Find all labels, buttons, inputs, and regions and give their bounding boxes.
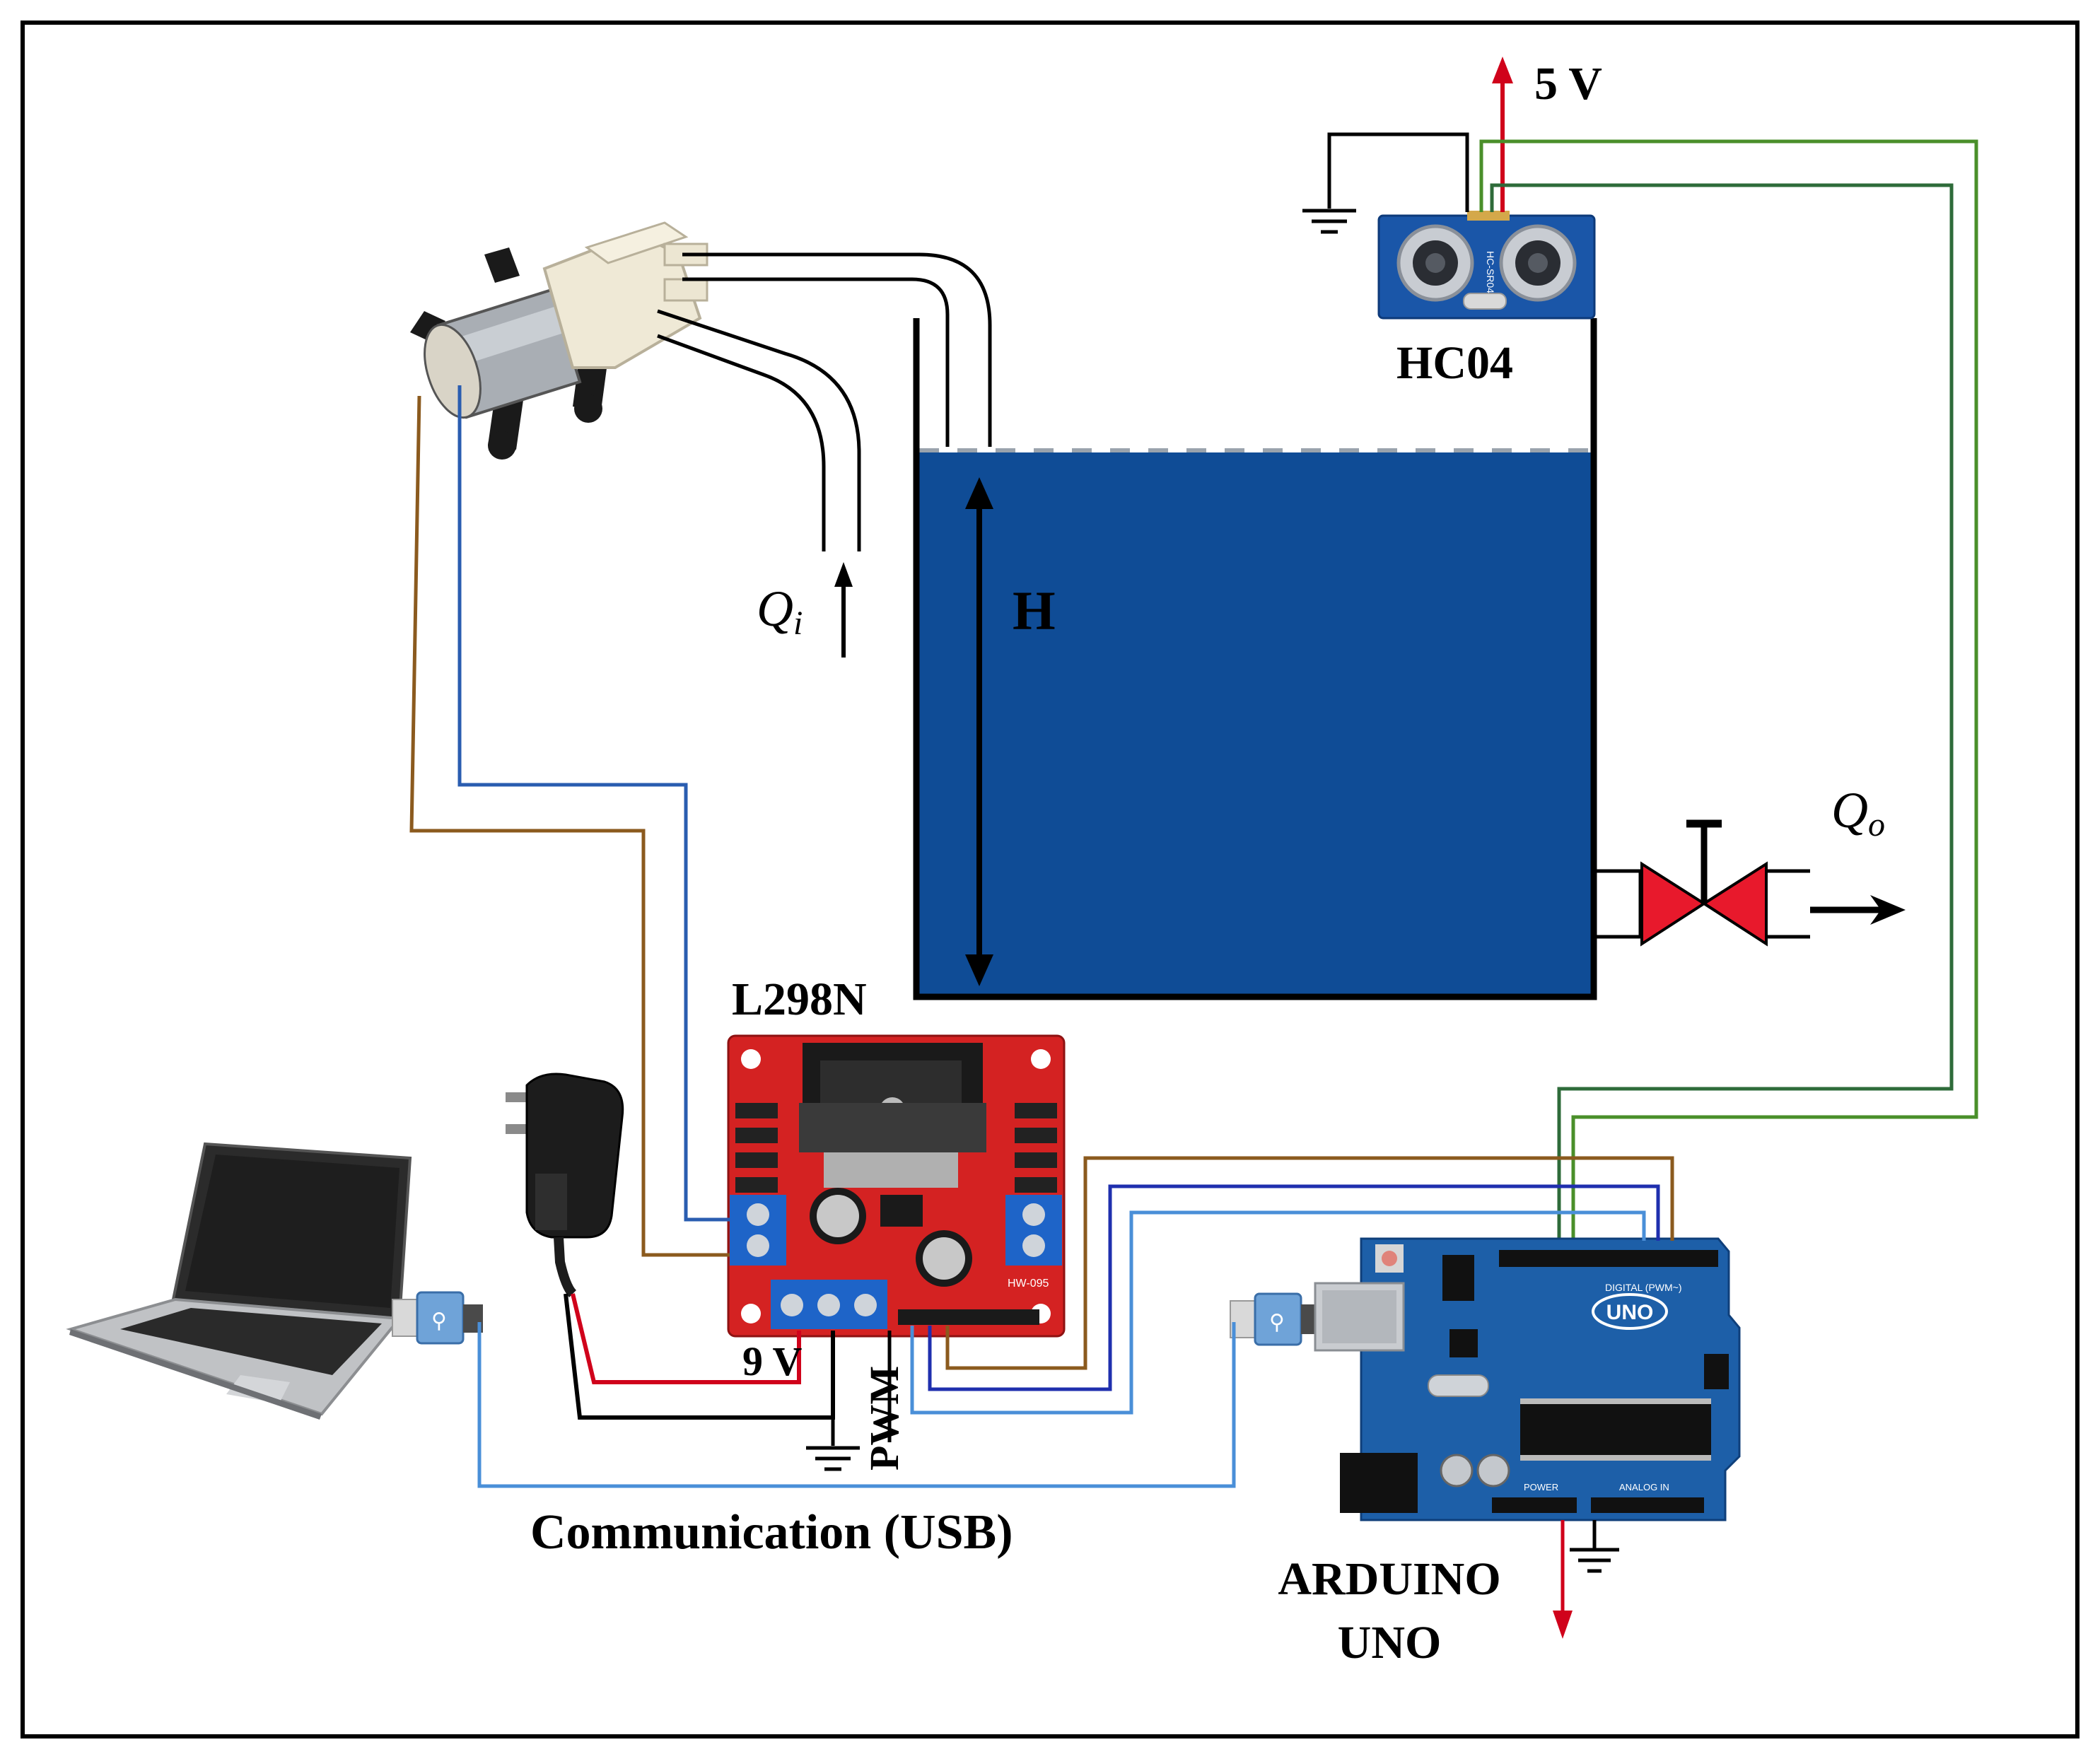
driver-ground [806, 1418, 860, 1471]
arduino-label-line2: UNO [1338, 1617, 1442, 1669]
pump [410, 221, 708, 460]
sensor-model: HC-SR04 [1485, 251, 1496, 293]
tank-water [919, 452, 1591, 997]
height-label: H [1013, 580, 1056, 641]
five-volt-arrow [1492, 57, 1513, 212]
arduino-usb-plug: ⚲ [1230, 1292, 1322, 1346]
laptop [66, 1142, 412, 1420]
arduino-label-line1: ARDUINO [1278, 1553, 1500, 1605]
driver-label: L298N [732, 974, 867, 1025]
laptop-usb-plug: ⚲ [392, 1291, 483, 1345]
tank [913, 318, 1597, 1000]
height-arrow [965, 477, 993, 986]
valve [1640, 819, 1768, 947]
usb-icon: ⚲ [431, 1309, 447, 1333]
communication-label: Communication (USB) [530, 1505, 1013, 1560]
five-volt-label: 5 V [1534, 58, 1602, 110]
nine-volt-wire-black [564, 1293, 835, 1420]
outflow-label: Qo [1831, 782, 1885, 843]
pump-hoses [657, 252, 992, 551]
pwm-label: PWM [861, 1366, 907, 1471]
driver-model-text: HW-095 [1008, 1278, 1049, 1290]
sensor-signal-wires [1479, 139, 1978, 1241]
arduino-vin-arrow [1553, 1520, 1573, 1639]
power-adapter [506, 1073, 624, 1297]
ultrasonic-sensor: HC-SR04 [1377, 211, 1596, 320]
pump-wire-blue [457, 385, 730, 1222]
control-wire-blue-light [910, 1210, 1646, 1415]
tank-walls [913, 318, 1597, 1000]
nine-volt-label: 9 V [742, 1338, 802, 1384]
arduino-power-text: POWER [1524, 1482, 1558, 1492]
inflow-arrow [834, 562, 853, 658]
inflow-label: Qi [757, 580, 803, 642]
outer-frame [21, 21, 2079, 1738]
usb-communication-wire [477, 1322, 1236, 1488]
sensor-label: HC04 [1396, 337, 1513, 389]
nine-volt-wire-red [571, 1293, 801, 1384]
usb-icon-2: ⚲ [1269, 1310, 1285, 1335]
arduino-ground [1570, 1520, 1619, 1573]
motor-driver-board: HW-095 [727, 1034, 1066, 1338]
arduino-board: UNO DIGITAL (PWM~) ANALOG IN POWER [1314, 1237, 1741, 1521]
outflow-arrow [1810, 895, 1906, 925]
arduino-digital-text: DIGITAL (PWM~) [1605, 1282, 1682, 1293]
sensor-ground [1302, 132, 1469, 234]
arduino-analog-text: ANALOG IN [1619, 1482, 1669, 1492]
pump-wire-brown [409, 395, 730, 1257]
arduino-logo-text: UNO [1606, 1301, 1654, 1324]
control-wire-blue-dark [928, 1184, 1660, 1391]
control-wire-brown [945, 1156, 1674, 1370]
